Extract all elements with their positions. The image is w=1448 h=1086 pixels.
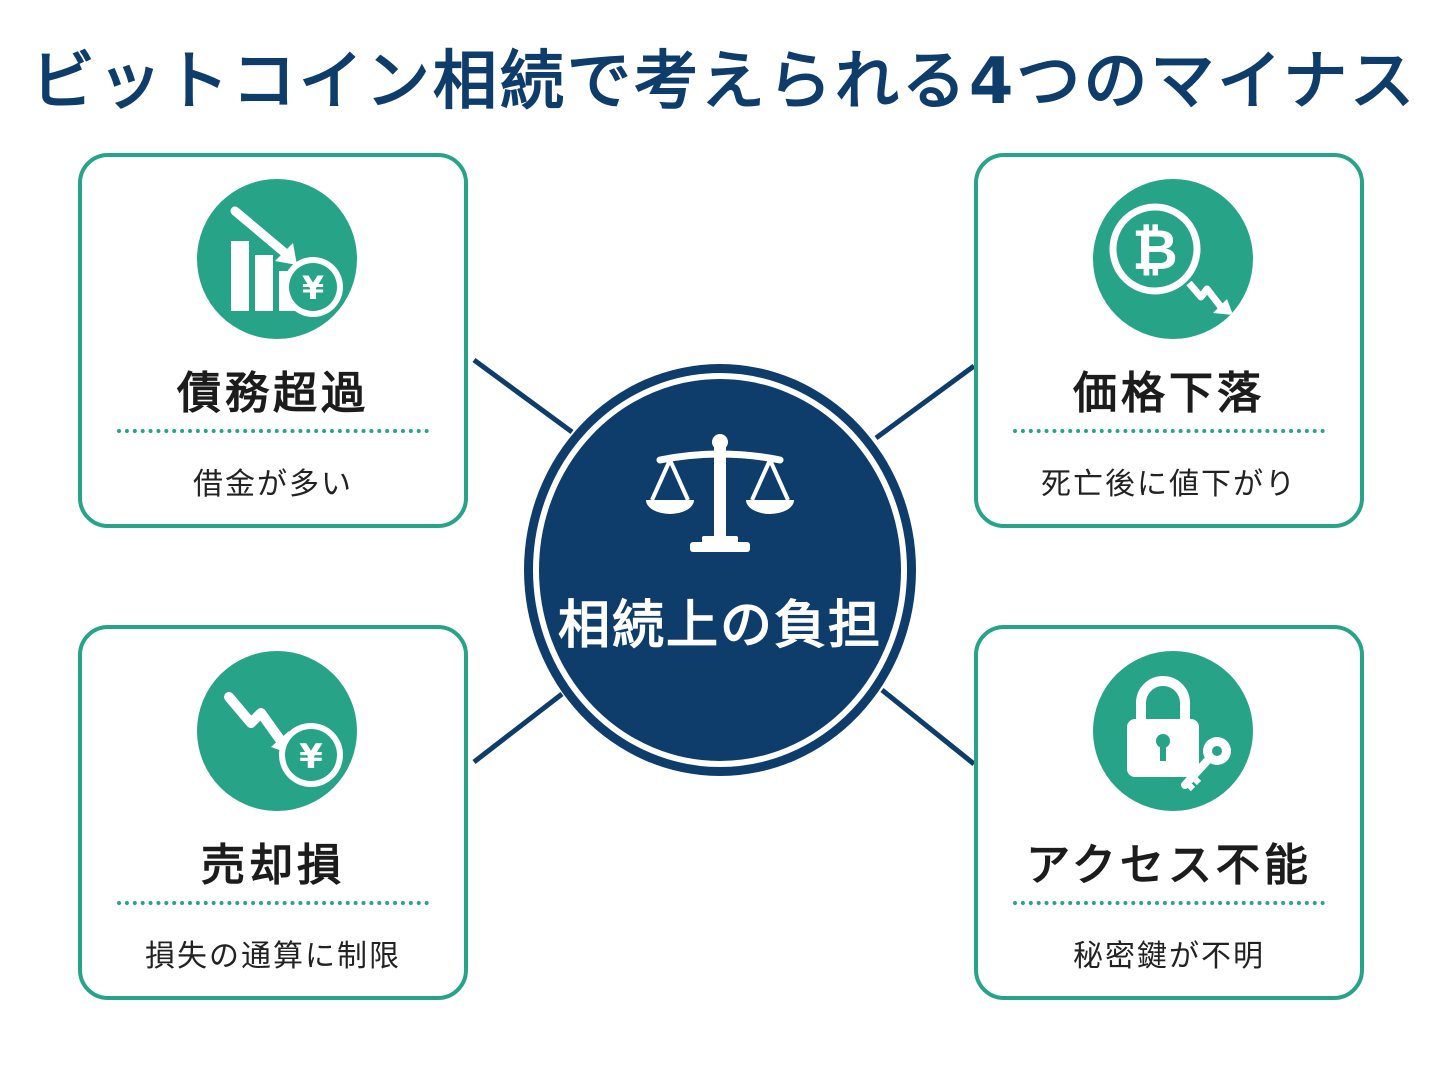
bitcoin-down-arrow-icon: ₿ — [1093, 179, 1253, 339]
center-label: 相続上の負担 — [557, 596, 882, 656]
padlock-key-icon — [1093, 651, 1253, 811]
dotted-divider — [117, 429, 429, 433]
dotted-divider — [1013, 901, 1325, 905]
center-circle — [524, 364, 916, 776]
connector-bottom-left — [472, 692, 564, 764]
card-title: 債務超過 — [177, 368, 369, 419]
falling-chart-yen-icon: ¥ — [197, 179, 357, 339]
card-debt-excess: ¥ 債務超過 借金が多い — [78, 153, 468, 528]
connector-top-left — [472, 357, 574, 435]
connector-bottom-right — [880, 688, 976, 766]
card-description: 損失の通算に制限 — [145, 939, 401, 974]
dotted-divider — [1013, 429, 1325, 433]
svg-text:₿: ₿ — [1132, 218, 1178, 283]
card-price-drop: ₿ 価格下落 死亡後に値下がり — [974, 153, 1364, 528]
card-title: 価格下落 — [1073, 368, 1265, 419]
svg-text:¥: ¥ — [299, 737, 323, 777]
card-description: 死亡後に値下がり — [1041, 467, 1297, 502]
dotted-divider — [117, 901, 429, 905]
card-description: 秘密鍵が不明 — [1073, 939, 1265, 974]
page-title: ビットコイン相続で考えられる4つのマイナス — [30, 45, 1418, 119]
connector-top-right — [874, 363, 976, 441]
scale-of-justice-icon — [646, 434, 794, 552]
card-sale-loss: ¥ 売却損 損失の通算に制限 — [78, 625, 468, 1000]
card-title: 売却損 — [201, 840, 345, 891]
svg-text:¥: ¥ — [302, 269, 324, 307]
card-title: アクセス不能 — [1026, 840, 1312, 891]
card-no-access: アクセス不能 秘密鍵が不明 — [974, 625, 1364, 1000]
card-description: 借金が多い — [193, 467, 353, 502]
zigzag-down-yen-icon: ¥ — [197, 651, 357, 811]
